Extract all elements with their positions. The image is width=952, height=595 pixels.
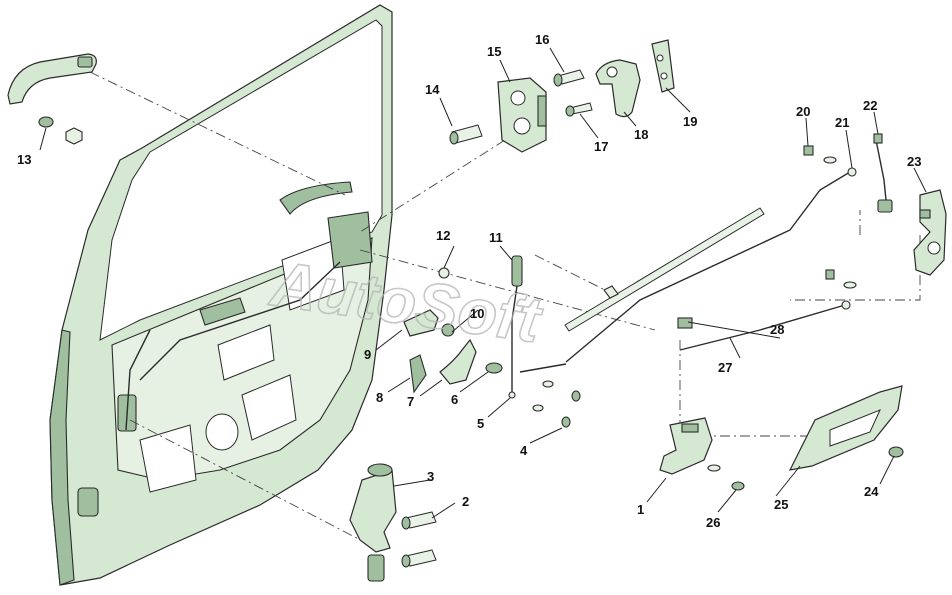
callout-12: 12 — [436, 228, 450, 243]
callout-15: 15 — [487, 44, 501, 59]
callout-8: 8 — [376, 390, 383, 405]
middle-linkage-group — [403, 255, 581, 428]
callout-2: 2 — [462, 494, 469, 509]
callout-labels: 1 2 3 4 5 6 7 8 9 10 11 12 13 14 15 16 1… — [17, 32, 921, 530]
callout-24: 24 — [864, 484, 879, 499]
callout-18: 18 — [634, 127, 648, 142]
callout-23: 23 — [907, 154, 921, 169]
lock-actuator-group — [349, 463, 437, 582]
callout-26: 26 — [706, 515, 720, 530]
callout-20: 20 — [796, 104, 810, 119]
rear-latch-group — [565, 133, 947, 363]
callout-14: 14 — [425, 82, 440, 97]
callout-6: 6 — [451, 392, 458, 407]
callout-10: 10 — [470, 306, 484, 321]
callout-21: 21 — [835, 115, 849, 130]
callout-16: 16 — [535, 32, 549, 47]
callout-17: 17 — [594, 139, 608, 154]
callout-3: 3 — [427, 469, 434, 484]
callout-1: 1 — [637, 502, 644, 517]
callout-19: 19 — [683, 114, 697, 129]
callout-4: 4 — [520, 443, 528, 458]
door-panel — [49, 4, 393, 586]
callout-22: 22 — [863, 98, 877, 113]
callout-9: 9 — [364, 347, 371, 362]
callout-25: 25 — [774, 497, 788, 512]
callout-7: 7 — [407, 394, 414, 409]
callout-27: 27 — [718, 360, 732, 375]
callout-13: 13 — [17, 152, 31, 167]
connecting-rods — [519, 207, 857, 373]
callout-28: 28 — [770, 322, 784, 337]
inner-handle-group — [659, 317, 904, 491]
upper-lock-group — [449, 39, 675, 153]
callout-5: 5 — [477, 416, 484, 431]
outer-door-handle — [7, 53, 97, 145]
leader-lines — [39, 47, 927, 519]
callout-11: 11 — [489, 230, 503, 245]
